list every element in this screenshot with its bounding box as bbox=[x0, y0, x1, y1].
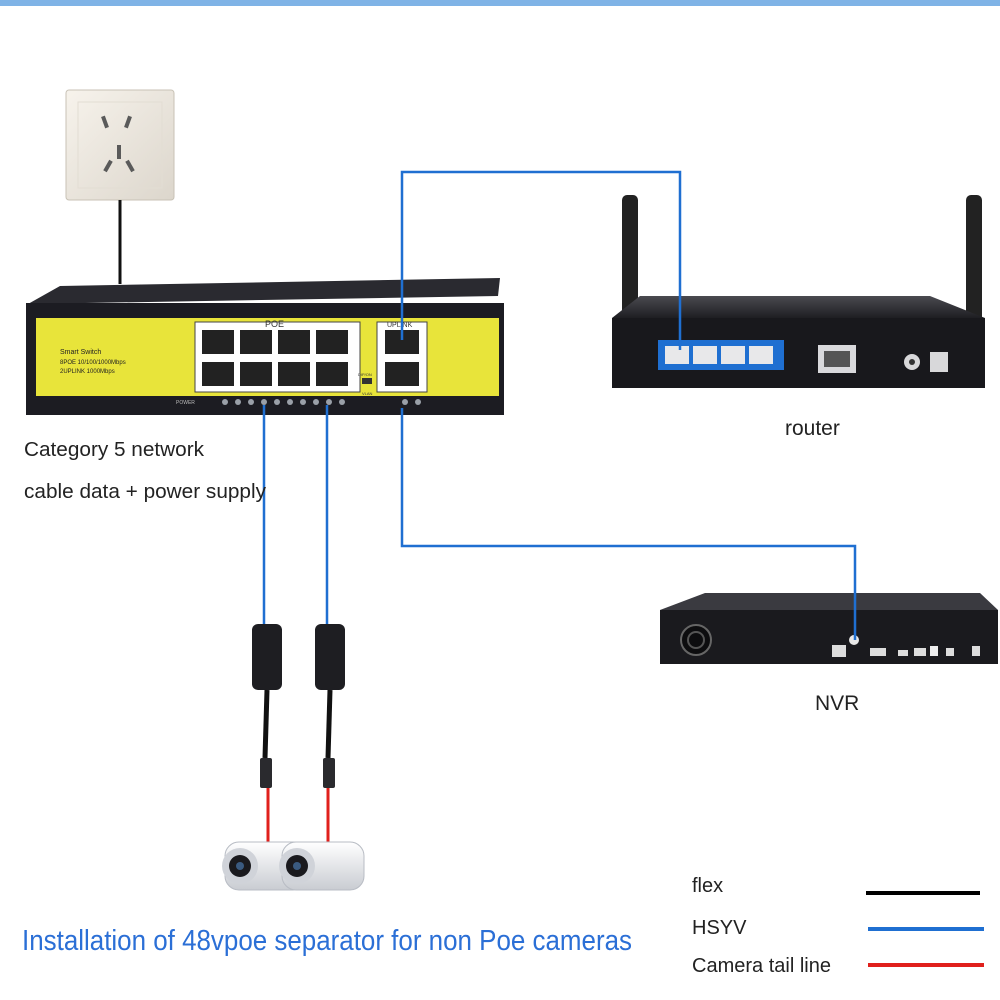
diagram-title: Installation of 48vpoe separator for non… bbox=[22, 925, 632, 957]
cable-label-line1: Category 5 network bbox=[24, 439, 205, 461]
router-icon bbox=[612, 195, 985, 388]
bullet-camera-icon bbox=[279, 841, 365, 891]
vlan-label: VLAN bbox=[362, 391, 373, 396]
router-label: router bbox=[785, 417, 840, 440]
poe-splitter-icon bbox=[315, 624, 345, 788]
poe-splitter-icon bbox=[252, 624, 282, 788]
switch-to-router-cable bbox=[400, 170, 682, 350]
switch-to-nvr-cable bbox=[400, 408, 857, 640]
switch-model-line2: 8POE 10/100/1000Mbps bbox=[60, 360, 126, 366]
switch-model-line1: Smart Switch bbox=[60, 349, 101, 356]
legend: flex HSYV Camera tail line bbox=[692, 875, 984, 977]
nvr-icon bbox=[660, 593, 998, 664]
dip-label: DIP/ON bbox=[358, 372, 372, 377]
cable-label-line2: cable data + power supply bbox=[24, 481, 266, 503]
poe-label: POE bbox=[265, 319, 284, 329]
legend-label-hsyv: HSYV bbox=[692, 917, 747, 939]
hsyv-connections bbox=[262, 170, 857, 640]
power-label: POWER bbox=[176, 400, 195, 406]
uplink-label: UPLINK bbox=[387, 322, 413, 329]
switch-model-line3: 2UPLINK 1000Mbps bbox=[60, 369, 115, 375]
legend-label-camera-tail: Camera tail line bbox=[692, 955, 831, 977]
legend-label-flex: flex bbox=[692, 875, 723, 897]
poe-switch-icon bbox=[26, 278, 504, 415]
wall-outlet-icon bbox=[65, 89, 175, 201]
top-accent-bar bbox=[0, 0, 1000, 6]
nvr-label: NVR bbox=[815, 692, 859, 715]
